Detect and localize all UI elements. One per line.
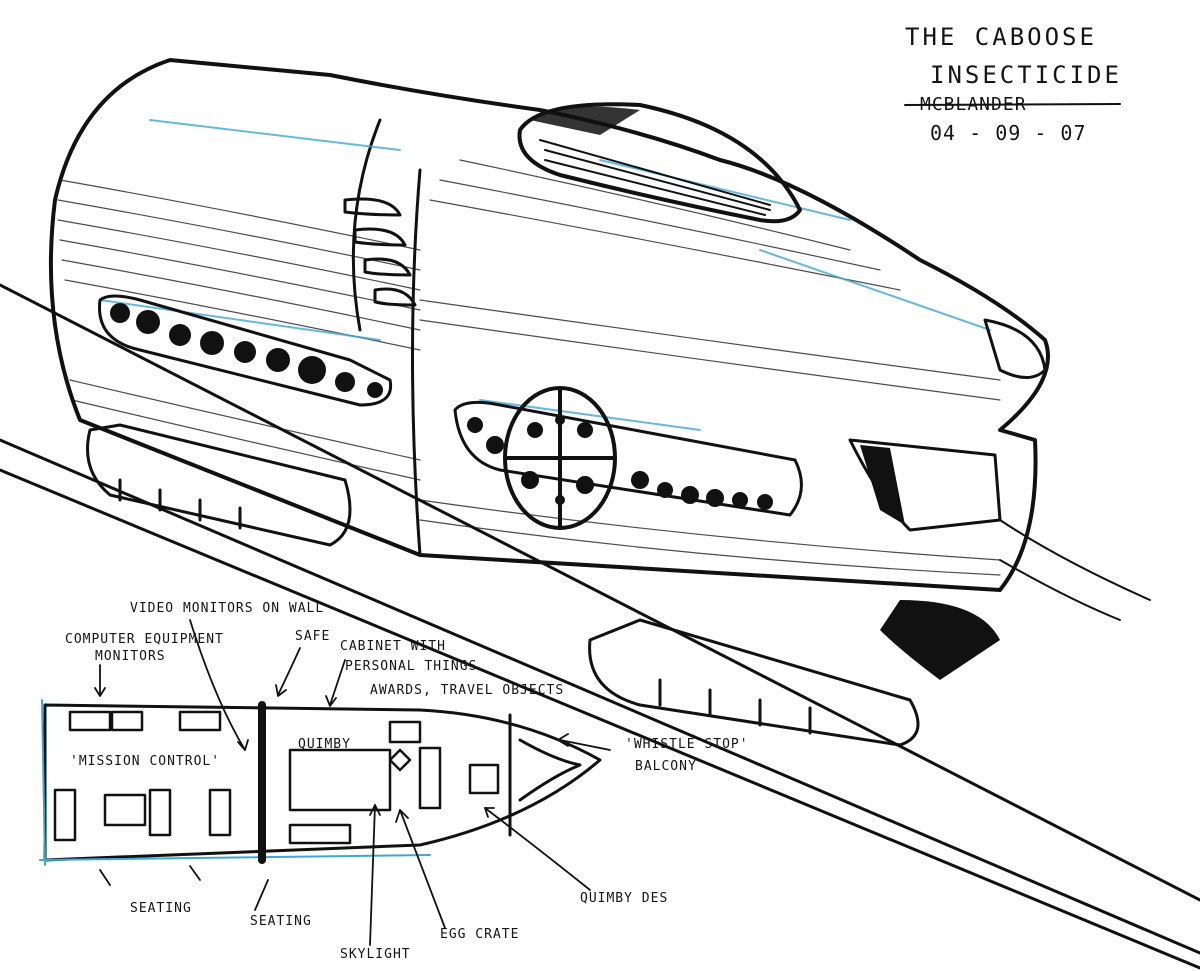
round-hatch bbox=[503, 386, 617, 530]
roof-skylight bbox=[517, 102, 802, 224]
annotation-cabinet-3: AWARDS, TRAVEL OBJECTS bbox=[370, 683, 564, 698]
annotation-balcony: BALCONY bbox=[635, 759, 697, 774]
sketch-subtitle: INSECTICIDE bbox=[930, 61, 1122, 89]
segment-seams bbox=[351, 118, 422, 557]
rail-track bbox=[0, 283, 1200, 970]
rear-window-strip bbox=[98, 294, 393, 407]
front-window-strip bbox=[453, 386, 803, 530]
floor-plan-furniture bbox=[53, 710, 500, 845]
annotation-video-monitors: VIDEO MONITORS ON WALL bbox=[130, 601, 324, 616]
annotations: VIDEO MONITORS ON WALL COMPUTER EQUIPMEN… bbox=[65, 601, 749, 962]
annotation-quimby-desk: QUIMBY DES bbox=[580, 891, 668, 906]
floor-plan-outline bbox=[43, 703, 602, 862]
annotation-seating-left: SEATING bbox=[130, 901, 192, 916]
mission-control-label: 'MISSION CONTROL' bbox=[70, 754, 220, 769]
quimby-room-label: QUIMBY bbox=[298, 737, 351, 752]
blue-construction-lines bbox=[99, 119, 991, 431]
annotation-computer-equipment: COMPUTER EQUIPMENT bbox=[65, 632, 224, 647]
annotation-seating-mid: SEATING bbox=[250, 914, 312, 929]
annotation-whistle-stop: 'WHISTLE STOP' bbox=[625, 737, 749, 752]
front-wheel-pod bbox=[588, 600, 1000, 747]
annotation-cabinet-2: PERSONAL THINGS bbox=[345, 659, 477, 674]
body-ribbing bbox=[57, 159, 1001, 576]
caboose-vehicle bbox=[48, 58, 1151, 747]
annotation-monitors: MONITORS bbox=[95, 649, 166, 664]
annotation-arrows bbox=[94, 619, 611, 946]
annotation-skylight: SKYLIGHT bbox=[340, 947, 411, 962]
title-block: THE CABOOSE INSECTICIDE MCBLANDER 04 - 0… bbox=[904, 23, 1122, 145]
sketch-title: THE CABOOSE bbox=[905, 23, 1097, 51]
nose-cap bbox=[983, 318, 1047, 379]
side-fins bbox=[343, 197, 417, 307]
floor-plan: 'MISSION CONTROL' QUIMBY bbox=[39, 699, 602, 866]
sketch-date: 04 - 09 - 07 bbox=[930, 121, 1087, 145]
annotation-cabinet-1: CABINET WITH bbox=[340, 639, 446, 654]
annotation-safe: SAFE bbox=[295, 629, 330, 644]
annotation-egg-crate: EGG CRATE bbox=[440, 927, 519, 942]
rear-wheel-pod bbox=[86, 423, 352, 547]
